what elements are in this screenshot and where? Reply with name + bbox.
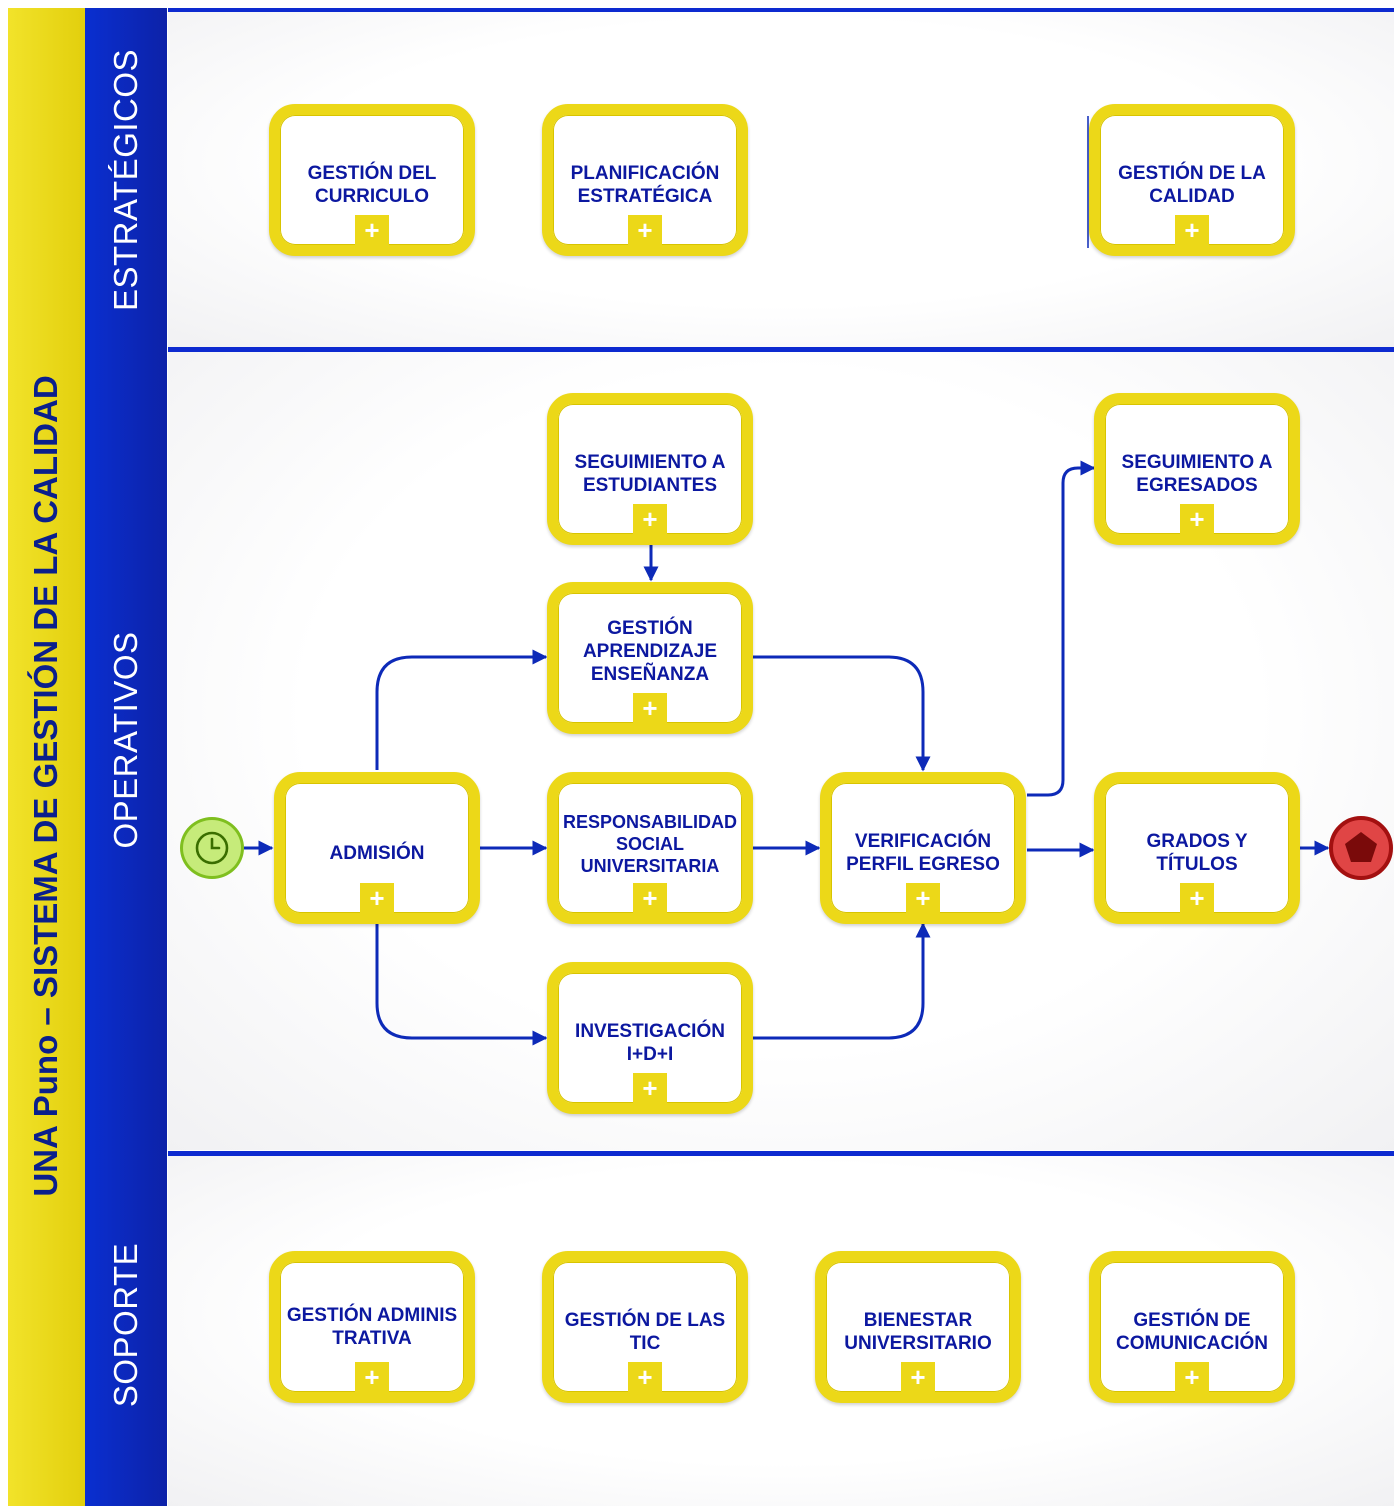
flow-investigacion-verificacion [753, 922, 931, 1040]
plus-icon[interactable]: + [1180, 504, 1214, 534]
pool-header [8, 8, 85, 1506]
task-gestion-curriculo[interactable]: GESTIÓN DEL CURRICULO + [269, 104, 475, 256]
task-verificacion-perfil[interactable]: VERIFICACIÓN PERFIL EGRESO + [820, 772, 1026, 924]
plus-icon[interactable]: + [628, 215, 662, 245]
plus-icon[interactable]: + [355, 215, 389, 245]
task-label: VERIFICACIÓN PERFIL EGRESO [846, 831, 1000, 875]
start-event[interactable] [180, 817, 244, 879]
task-label: INVESTIGACIÓN I+D+I [575, 1021, 725, 1065]
pentagon-icon [1345, 832, 1377, 862]
plus-icon[interactable]: + [360, 883, 394, 913]
task-bienestar-universitario[interactable]: BIENESTAR UNIVERSITARIO + [815, 1251, 1021, 1403]
task-label: GESTIÓN ADMINISTRATIVA [286, 1305, 458, 1349]
task-gestion-calidad[interactable]: GESTIÓN DE LA CALIDAD + [1089, 104, 1295, 256]
task-gestion-comunicacion[interactable]: GESTIÓN DE COMUNICACIÓN + [1089, 1251, 1295, 1403]
task-planificacion-estrategica[interactable]: PLANIFICACIÓN ESTRATÉGICA + [542, 104, 748, 256]
task-label: GESTIÓN DE LAS TIC [564, 1310, 726, 1354]
task-label: GESTIÓN DE COMUNICACIÓN [1116, 1310, 1268, 1354]
flow-verificacion-egresados [1027, 460, 1096, 797]
task-grados-titulos[interactable]: GRADOS Y TÍTULOS + [1094, 772, 1300, 924]
task-admision[interactable]: ADMISIÓN + [274, 772, 480, 924]
plus-icon[interactable]: + [355, 1362, 389, 1392]
task-label: SEGUIMIENTO A EGRESADOS [1121, 452, 1273, 496]
task-label: GESTIÓN DE LA CALIDAD [1118, 163, 1266, 207]
plus-icon[interactable]: + [1180, 883, 1214, 913]
lane-top-border [168, 8, 1394, 12]
flow-admision-aprendizaje [375, 649, 548, 770]
plus-icon[interactable]: + [628, 1362, 662, 1392]
flow-aprendizaje-verificacion [753, 655, 931, 772]
task-label: SEGUIMIENTO A ESTUDIANTES [574, 452, 726, 496]
task-label: ADMISIÓN [329, 842, 425, 864]
task-label: GRADOS Y TÍTULOS [1146, 831, 1248, 875]
task-label: RESPONSABILIDAD SOCIAL UNIVERSITARIA [562, 812, 737, 876]
plus-icon[interactable]: + [1175, 215, 1209, 245]
flow-admision-investigacion [375, 924, 548, 1046]
task-label: GESTIÓN APRENDIZAJE ENSEÑANZA [582, 618, 718, 685]
plus-icon[interactable]: + [1175, 1362, 1209, 1392]
task-investigacion[interactable]: INVESTIGACIÓN I+D+I + [547, 962, 753, 1114]
plus-icon[interactable]: + [633, 693, 667, 723]
task-label: GESTIÓN DEL CURRICULO [307, 163, 437, 207]
clock-icon [195, 831, 229, 865]
plus-icon[interactable]: + [633, 883, 667, 913]
plus-icon[interactable]: + [633, 504, 667, 534]
end-event[interactable] [1329, 816, 1393, 880]
task-label: PLANIFICACIÓN ESTRATÉGICA [570, 163, 720, 207]
task-gestion-administrativa[interactable]: GESTIÓN ADMINISTRATIVA + [269, 1251, 475, 1403]
lane-separator-operative-support [168, 1151, 1394, 1156]
task-seguimiento-estudiantes[interactable]: SEGUIMIENTO A ESTUDIANTES + [547, 393, 753, 545]
plus-icon[interactable]: + [906, 883, 940, 913]
plus-icon[interactable]: + [901, 1362, 935, 1392]
task-gestion-tic[interactable]: GESTIÓN DE LAS TIC + [542, 1251, 748, 1403]
lane-separator-strategic-operative [168, 347, 1394, 352]
lane-header-bar [85, 8, 167, 1506]
task-responsabilidad-social[interactable]: RESPONSABILIDAD SOCIAL UNIVERSITARIA + [547, 772, 753, 924]
task-seguimiento-egresados[interactable]: SEGUIMIENTO A EGRESADOS + [1094, 393, 1300, 545]
plus-icon[interactable]: + [633, 1073, 667, 1103]
task-label: BIENESTAR UNIVERSITARIO [844, 1310, 992, 1354]
task-gestion-aprendizaje[interactable]: GESTIÓN APRENDIZAJE ENSEÑANZA + [547, 582, 753, 734]
